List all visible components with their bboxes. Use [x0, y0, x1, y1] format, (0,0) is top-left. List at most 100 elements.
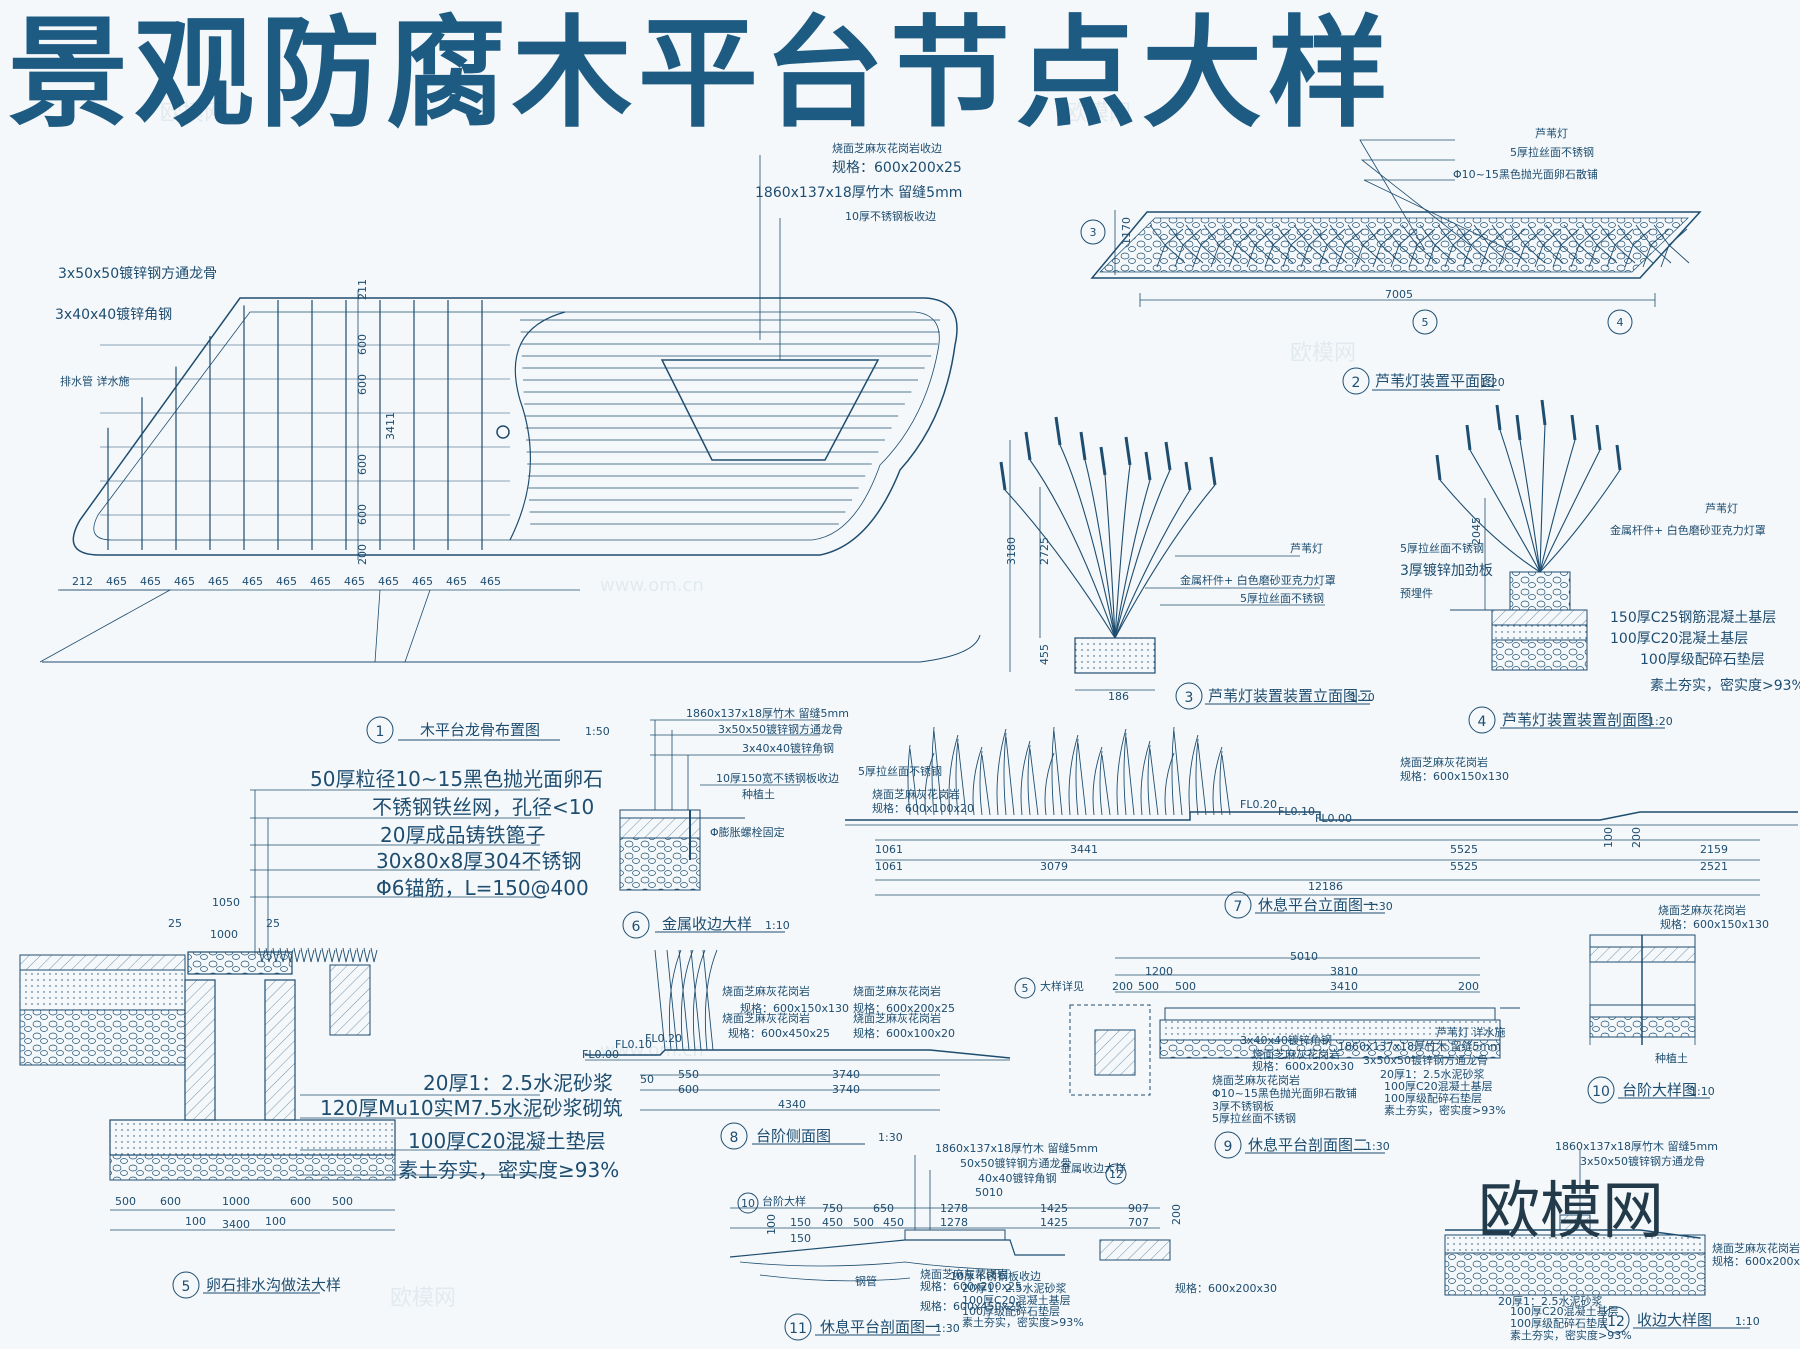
note-text: 烧面芝麻灰花岗岩 [1400, 755, 1488, 769]
note-text: 40x40镀锌角钢 [978, 1171, 1057, 1185]
reed-blade [996, 728, 1007, 816]
dimension-text: 7005 [1385, 288, 1413, 301]
watermark: 欧模网 [1290, 341, 1357, 366]
dimension-text: 4340 [778, 1098, 806, 1111]
note-text: 烧面芝麻灰花岗岩 [920, 1267, 1008, 1281]
note-text: 规格：600x100x20 [853, 1026, 955, 1040]
note-text: 规格：600x150x130 [1400, 769, 1509, 783]
note-text: 20厚1：2.5水泥砂浆 [962, 1281, 1067, 1295]
reed-stalk [1519, 439, 1541, 573]
reed-blade [1164, 752, 1175, 816]
note-text: 3x50x50镀锌钢方通龙骨 [58, 265, 217, 282]
reed-blade [1195, 738, 1199, 816]
caption-number: 11 [789, 1321, 807, 1337]
dimension-text: 3400 [222, 1218, 250, 1231]
dimension-text: 3410 [1330, 980, 1358, 993]
note-text: 1860x137x18厚竹木 留缝5mm [1555, 1139, 1718, 1153]
note-text: 规格：600x100x20 [872, 801, 974, 815]
reed-plan-stroke [1437, 224, 1474, 268]
note-text: 规格：600x200x30 [1175, 1281, 1277, 1295]
note-text: 1860x137x18厚竹木 留缝5mm [686, 706, 849, 720]
dimension-text: 1425 [1040, 1216, 1068, 1229]
note-text: 种植土 [1655, 1051, 1688, 1065]
detail-1-deck-joist-plan [39, 155, 981, 663]
ground-line [42, 634, 981, 663]
note-text: 10厚不锈钢板收边 [845, 209, 936, 223]
grass-blade [342, 947, 350, 963]
reed-plan-stroke [1491, 224, 1528, 268]
reed-stalk [1539, 439, 1576, 573]
reed-lamp-head [1615, 444, 1622, 471]
detail-6-metal-edge [619, 719, 820, 939]
note-text: 芦苇灯 [1535, 126, 1568, 140]
note-text: 3厚镀锌加劲板 [1400, 562, 1493, 579]
reed-blade [1221, 754, 1231, 816]
dimension-text: 25 [266, 917, 280, 930]
grass-blade [321, 947, 329, 963]
grass-blade [349, 947, 357, 963]
reed-lamp-head [1124, 436, 1132, 466]
grass-blade [356, 947, 364, 963]
note-text: 100厚级配碎石垫层 [962, 1304, 1060, 1318]
note-text: 金属杆件+ 白色磨砂亚克力灯罩 [1610, 523, 1766, 537]
dimension-text: 5525 [1450, 843, 1478, 856]
reed-lamp-head [1209, 456, 1217, 486]
dimension-text: 1200 [1145, 965, 1173, 978]
reed-blade [1051, 726, 1055, 816]
caption-circle-9 [1214, 1131, 1242, 1159]
reed-stalk [1059, 444, 1116, 639]
reed-blade [979, 750, 983, 816]
note-text: 3x50x50镀锌钢方通龙骨 [1580, 1154, 1705, 1168]
caption-number: 2 [1352, 375, 1361, 391]
reed-blade [981, 754, 991, 816]
reed-blade [1173, 730, 1183, 816]
dimension-text: 450 [822, 1216, 843, 1229]
dimension-text: 500 [1138, 980, 1159, 993]
marker-label: 4 [1617, 316, 1624, 329]
dimension-text: 25 [168, 917, 182, 930]
grass-blade [370, 947, 378, 963]
note-text: 金属收边大样 [1060, 1161, 1126, 1175]
reed-blade [1125, 736, 1135, 816]
note-text: 10厚不锈钢板收边 [950, 1269, 1041, 1283]
caption-number: 1 [376, 724, 385, 740]
note-text: 3x40x40镀锌角钢 [742, 741, 834, 755]
dimension-text: 500 [1175, 980, 1196, 993]
reed-stalk [1539, 424, 1546, 573]
note-text: 20厚1：2.5水泥砂浆 [1498, 1294, 1603, 1308]
dimension-text: 500 [332, 1195, 353, 1208]
reed-plan-stroke [1257, 224, 1294, 268]
dimension-text: 465 [106, 575, 127, 588]
marker-label: 12 [1109, 1168, 1123, 1181]
reed-blade [1140, 740, 1151, 816]
reed-blade [1101, 754, 1111, 816]
reed-plan-stroke [1599, 224, 1636, 268]
reed-plan-stroke [1293, 224, 1330, 268]
dimension-text: 707 [1128, 1216, 1149, 1229]
watermark: 欧模网 [1065, 101, 1132, 126]
detail-9-platform-section-two [1014, 957, 1520, 1159]
dimension-text: 1278 [940, 1202, 968, 1215]
caption-circle-6 [622, 911, 650, 939]
note-text: 素土夯实，密实度≥93% [398, 1158, 619, 1182]
reed-plan-stroke [1473, 224, 1510, 268]
note-text: 规格：600x200x30 [1252, 1059, 1354, 1073]
lamp-base [1074, 637, 1156, 674]
reed-blade [1029, 748, 1039, 816]
grass-blade [328, 947, 336, 963]
caption-scale: 1:10 [765, 919, 790, 932]
caption-circle-4 [1468, 706, 1496, 734]
caption-circle-5 [172, 1271, 200, 1299]
reed-lamp-head [1495, 404, 1502, 431]
note-text: Φ10~15黑色抛光面卵石散铺 [1212, 1086, 1357, 1100]
dimension-text: 650 [873, 1202, 894, 1215]
dimension-text: 5010 [1290, 950, 1318, 963]
reed-lamp-head [1099, 446, 1107, 476]
dimension-text: 1425 [1040, 1202, 1068, 1215]
note-text: 芦苇灯 详水施 [1436, 1025, 1506, 1039]
dimension-text: 2045 [1470, 517, 1483, 545]
note-text: 100厚级配碎石垫层 [1640, 652, 1765, 668]
reed-blade [933, 730, 943, 816]
dimension-text: 1061 [875, 860, 903, 873]
